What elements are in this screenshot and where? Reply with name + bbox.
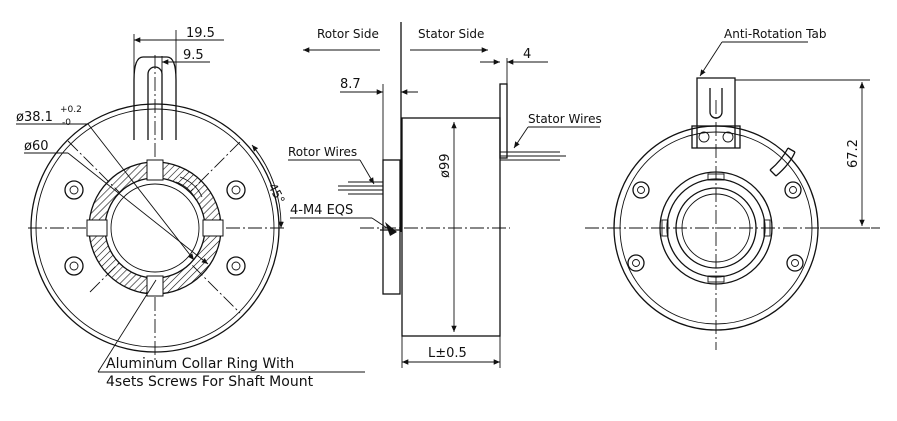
dim-9-5: 9.5 xyxy=(183,48,204,63)
dim-19-5: 19.5 xyxy=(186,26,215,41)
screws-label: 4-M4 EQS xyxy=(290,203,353,218)
leader-bore xyxy=(87,123,195,261)
right-tab xyxy=(696,77,736,148)
dim-bore: ø38.1 xyxy=(16,110,53,125)
left-mounting-holes xyxy=(64,180,246,276)
dim-bore-tol-upper: +0.2 xyxy=(60,105,82,115)
dim-4: 4 xyxy=(523,47,531,62)
screw-symbol xyxy=(380,222,402,236)
leader-anti-rotation xyxy=(699,41,723,77)
dim-tab-height: 67.2 xyxy=(846,139,861,168)
right-view: Anti-Rotation Tab 67.2 xyxy=(585,27,880,350)
dim-8-7: 8.7 xyxy=(340,77,361,92)
dim-bore-tol-lower: -0 xyxy=(62,118,71,128)
left-tab xyxy=(133,56,177,140)
left-outer-circle xyxy=(30,103,280,353)
right-arc-slot xyxy=(769,147,796,177)
leader-flange xyxy=(67,152,209,265)
stator-wires xyxy=(500,151,566,161)
leader-collar xyxy=(97,279,157,373)
left-view: 19.5 9.5 ø38.1 +0.2 -0 ø60 45° Aluminum … xyxy=(16,26,365,390)
collar-callout-line1: Aluminum Collar Ring With xyxy=(106,356,294,372)
dim-body-dia: ø99 xyxy=(438,154,453,179)
right-ring-notches xyxy=(661,173,771,283)
side-stator-tab xyxy=(499,83,508,159)
left-outer-circle-inner xyxy=(35,108,275,348)
dim-length: L±0.5 xyxy=(428,346,467,361)
left-bore xyxy=(110,183,200,273)
right-tab-base xyxy=(691,125,741,149)
rotor-wires-label: Rotor Wires xyxy=(288,145,357,159)
collar-callout-line2: 4sets Screws For Shaft Mount xyxy=(106,374,314,390)
left-arc-slot xyxy=(175,176,203,201)
stator-side-label: Stator Side xyxy=(418,27,484,41)
right-outer-circle-inner xyxy=(619,131,813,325)
side-body xyxy=(401,117,501,337)
stator-wires-label: Stator Wires xyxy=(528,112,602,126)
dim-flange: ø60 xyxy=(24,139,49,154)
left-collar-slot-left xyxy=(86,219,108,237)
anti-rotation-label: Anti-Rotation Tab xyxy=(724,27,827,41)
right-bore xyxy=(681,193,751,263)
left-collar-slot-bottom xyxy=(146,275,164,297)
right-ring-1 xyxy=(659,171,773,285)
right-ring-2 xyxy=(666,178,766,278)
right-mounting-holes xyxy=(627,181,804,272)
dim-angle: 45° xyxy=(265,181,287,206)
left-collar-slot-top xyxy=(146,159,164,181)
rotor-wires xyxy=(338,181,383,195)
side-flange xyxy=(382,159,401,295)
right-tab-slot xyxy=(709,88,723,119)
left-collar-inner xyxy=(104,177,206,279)
angle-arc xyxy=(251,144,284,229)
left-collar-slot-right xyxy=(202,219,224,237)
right-ring-3 xyxy=(675,187,757,269)
side-view: Rotor Side Stator Side 8.7 4 ø99 L±0.5 R… xyxy=(288,22,602,368)
rotor-side-label: Rotor Side xyxy=(317,27,379,41)
